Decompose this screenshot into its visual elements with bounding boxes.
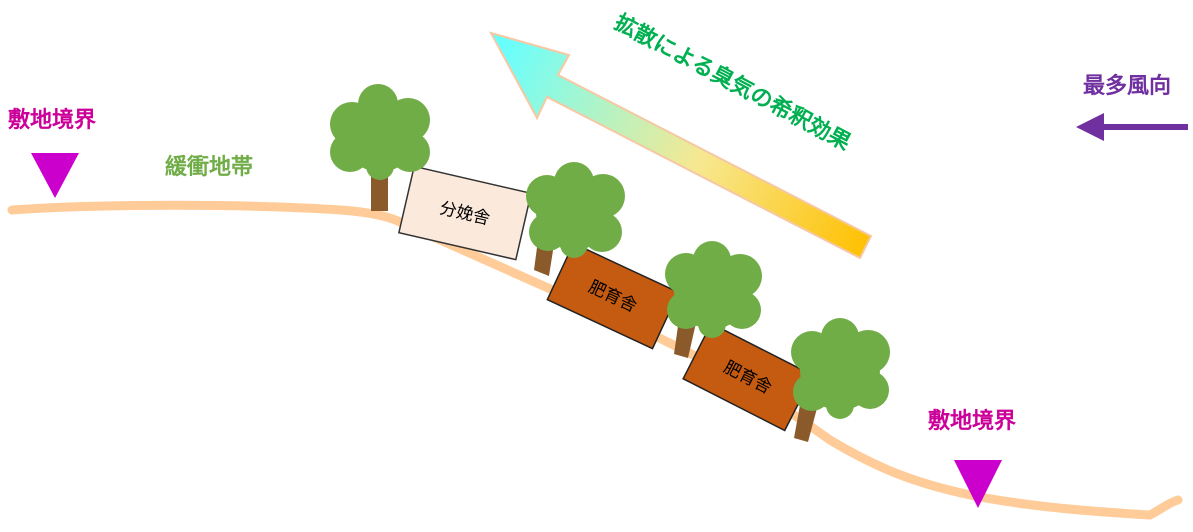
- wind-arrow-icon: [1076, 113, 1188, 141]
- boundary-label-right: 敷地境界: [928, 408, 1016, 434]
- diffusion-arrow-icon: [488, 31, 873, 260]
- tree-icon: [665, 241, 762, 358]
- finishing-house-1: 肥育舎: [546, 242, 680, 350]
- finishing-house-2: 肥育舎: [682, 322, 814, 432]
- tree-icon: [330, 84, 430, 211]
- farrowing-house: 分娩舎: [397, 165, 533, 261]
- prevailing-wind-label: 最多風向: [1083, 73, 1171, 99]
- tree-icon: [526, 162, 625, 276]
- ground-line: [7, 200, 1183, 520]
- boundary-label-left: 敷地境界: [8, 107, 96, 133]
- tree-icon: [791, 318, 890, 442]
- buffer-zone-label: 緩衝地帯: [165, 154, 253, 180]
- boundary-marker-right-icon: [954, 460, 1002, 508]
- boundary-marker-left-icon: [31, 153, 79, 198]
